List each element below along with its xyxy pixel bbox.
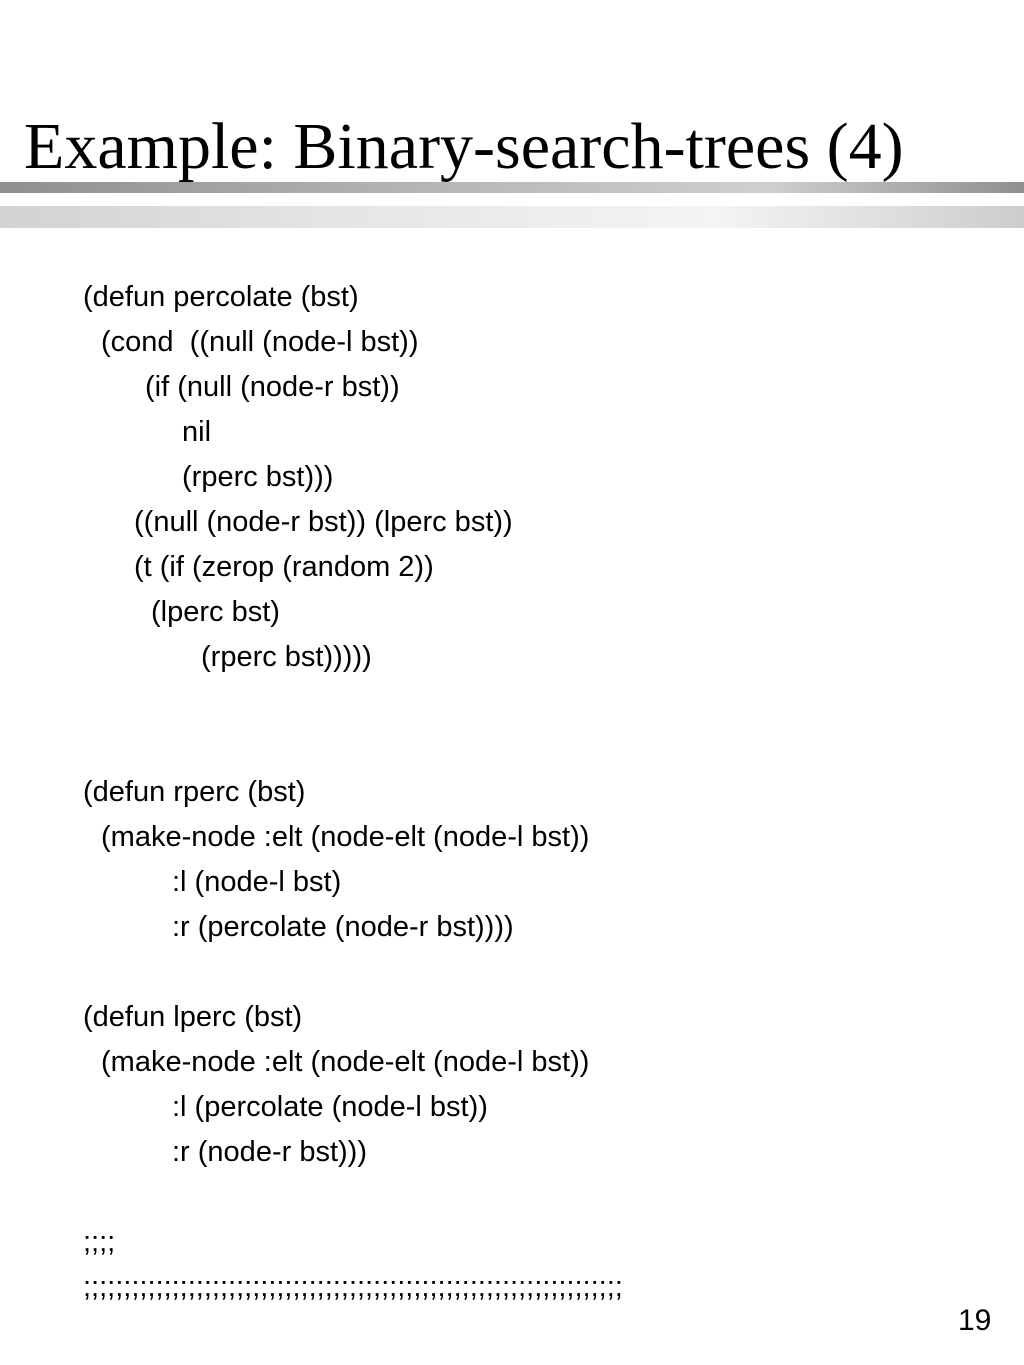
code-line: (defun rperc (bst) (83, 776, 306, 808)
code-line: :r (percolate (node-r bst)))) (172, 911, 514, 943)
title-underline-bar (0, 182, 1024, 193)
code-line: (if (null (node-r bst)) (145, 371, 400, 403)
comment-line: ;;;;;;;;;;;;;;;;;;;;;;;;;;;;;;;;;;;;;;;;… (83, 1271, 623, 1303)
code-line: :l (node-l bst) (172, 866, 342, 898)
page-number: 19 (958, 1304, 992, 1337)
code-line: :r (node-r bst))) (172, 1136, 367, 1168)
title-shadow-bar (0, 206, 1024, 228)
code-line: (make-node :elt (node-elt (node-l bst)) (101, 821, 590, 853)
code-line: (rperc bst))))) (201, 641, 372, 673)
code-line: (rperc bst))) (182, 461, 334, 493)
code-line: (lperc bst) (151, 596, 280, 628)
code-line: (defun lperc (bst) (83, 1001, 303, 1033)
slide-title: Example: Binary-search-trees (4) (24, 110, 904, 183)
code-line: nil (182, 416, 212, 448)
code-line: (make-node :elt (node-elt (node-l bst)) (101, 1046, 590, 1078)
code-line: ((null (node-r bst)) (lperc bst)) (134, 506, 513, 538)
code-line: (defun percolate (bst) (83, 281, 359, 313)
comment-line: ;;;; (83, 1226, 116, 1258)
code-line: (cond ((null (node-l bst)) (101, 326, 419, 358)
code-line: :l (percolate (node-l bst)) (172, 1091, 488, 1123)
code-line: (t (if (zerop (random 2)) (134, 551, 434, 583)
